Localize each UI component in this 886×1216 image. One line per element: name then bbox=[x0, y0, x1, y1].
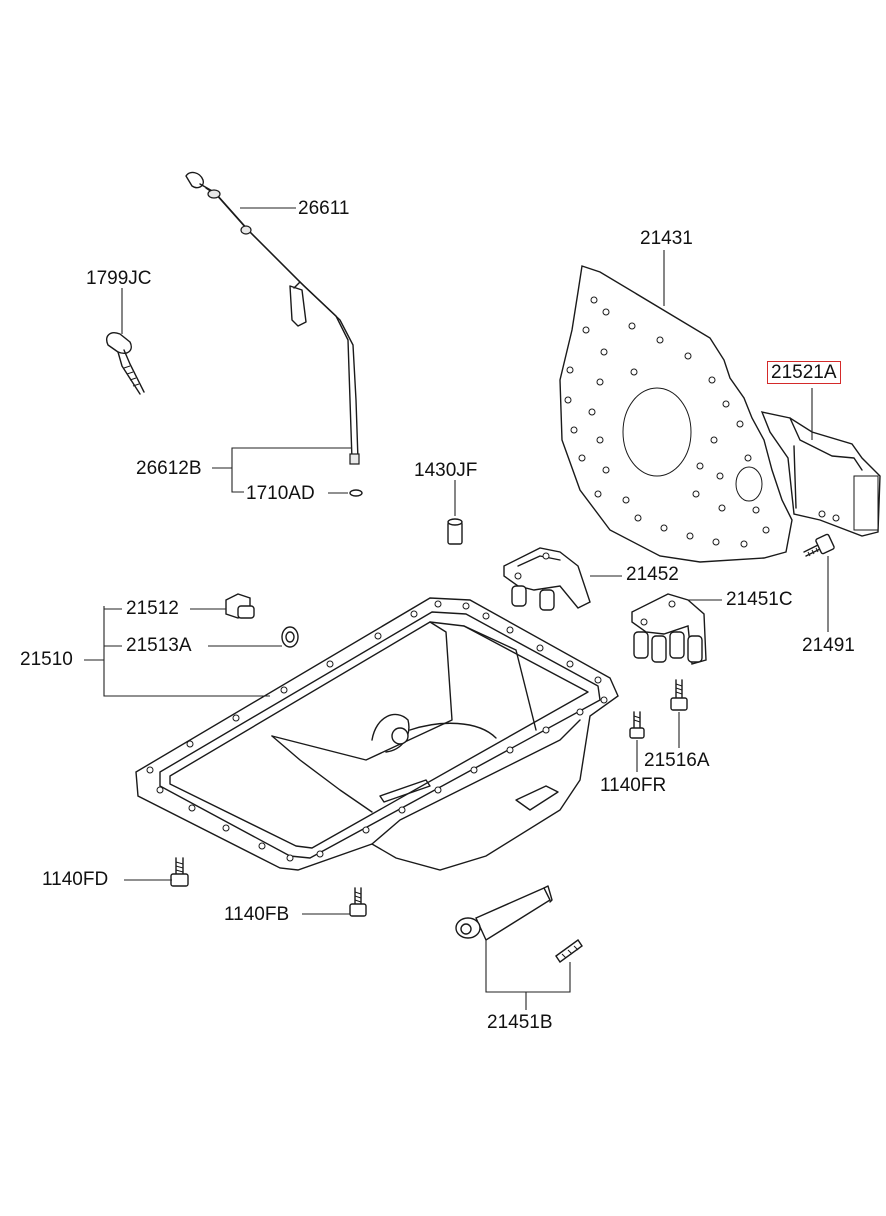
part-label-1140fd[interactable]: 1140FD bbox=[42, 869, 109, 890]
bracket-21451c-drawing bbox=[631, 593, 707, 665]
part-label-21431[interactable]: 21431 bbox=[640, 228, 693, 249]
part-label-21513a[interactable]: 21513A bbox=[126, 635, 192, 656]
sealant-tube-drawing bbox=[455, 885, 583, 963]
part-label-21491[interactable]: 21491 bbox=[802, 635, 855, 656]
bolt-1140fd-drawing bbox=[170, 857, 189, 887]
leader-lines bbox=[84, 207, 829, 1010]
bolt-1140fb-drawing bbox=[349, 887, 367, 917]
oil-pan-drawing bbox=[135, 597, 619, 871]
bracket-21452-drawing bbox=[503, 547, 591, 611]
sleeve-drawing bbox=[447, 518, 463, 545]
part-label-1140fr[interactable]: 1140FR bbox=[600, 775, 667, 796]
cover-drawing bbox=[760, 411, 881, 537]
drain-gasket-drawing bbox=[281, 626, 299, 648]
clamp-drawing bbox=[106, 332, 145, 395]
drain-plug-drawing bbox=[225, 593, 255, 619]
plate-drawing bbox=[559, 265, 793, 563]
plate-bolt-holes bbox=[564, 296, 770, 548]
dipstick-drawing bbox=[185, 171, 360, 465]
part-label-1799jc[interactable]: 1799JC bbox=[86, 268, 152, 289]
bolt-1140fr-drawing bbox=[629, 711, 645, 739]
bolt-21491-drawing bbox=[803, 533, 835, 557]
part-label-21516a[interactable]: 21516A bbox=[644, 750, 710, 771]
part-label-21512[interactable]: 21512 bbox=[126, 598, 179, 619]
bolt-21516a-drawing bbox=[670, 679, 688, 711]
part-label-1140fb[interactable]: 1140FB bbox=[224, 904, 290, 925]
part-label-21452[interactable]: 21452 bbox=[626, 564, 679, 585]
part-label-21521a[interactable]: 21521A bbox=[767, 361, 841, 384]
part-label-26612b[interactable]: 26612B bbox=[136, 458, 202, 479]
part-label-21451b[interactable]: 21451B bbox=[487, 1012, 553, 1033]
part-label-1710ad[interactable]: 1710AD bbox=[246, 483, 315, 504]
oil-pan-bolt-holes bbox=[146, 600, 608, 862]
part-label-26611[interactable]: 26611 bbox=[298, 198, 350, 219]
oring-drawing bbox=[349, 489, 363, 497]
part-label-21451c[interactable]: 21451C bbox=[726, 589, 793, 610]
part-label-1430jf[interactable]: 1430JF bbox=[414, 460, 478, 481]
part-label-21510[interactable]: 21510 bbox=[20, 649, 73, 670]
